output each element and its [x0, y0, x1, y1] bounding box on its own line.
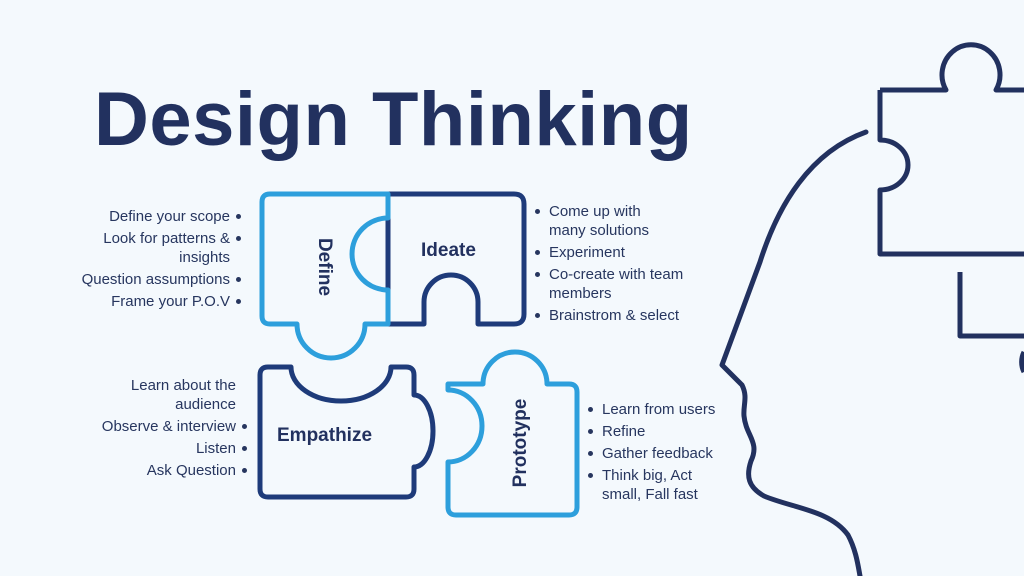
- empathize-label: Empathize: [277, 425, 373, 446]
- list-item: Gather feedback: [588, 444, 758, 463]
- bullet: [236, 270, 242, 282]
- list-item: Come up with many solutions: [535, 202, 725, 240]
- bullet: [588, 400, 594, 412]
- head-puzzle-piece: [880, 42, 1024, 93]
- head-puzzle-piece-lower: [957, 272, 1024, 339]
- bullet: [242, 417, 248, 429]
- bullet: [236, 292, 242, 304]
- bullet: [535, 306, 541, 318]
- ideate-list: Come up with many solutions Experiment C…: [535, 202, 725, 328]
- list-item: Experiment: [535, 243, 725, 262]
- head-profile-outline: [719, 129, 869, 576]
- bullet: [588, 422, 594, 434]
- bullet: [588, 444, 594, 456]
- bullet: [242, 461, 248, 473]
- head-puzzle-piece-side: [877, 90, 1024, 257]
- list-item: Learn from users: [588, 400, 758, 419]
- list-item: Frame your P.O.V: [52, 292, 242, 311]
- list-item: Define your scope: [52, 207, 242, 226]
- define-puzzle-piece: [259, 191, 391, 361]
- list-item: Look for patterns & insights: [52, 229, 242, 267]
- list-item: Listen: [58, 439, 248, 458]
- list-item: Ask Question: [58, 461, 248, 480]
- bullet: [535, 202, 541, 214]
- page-title: Design Thinking: [94, 77, 693, 162]
- bullet: [242, 439, 248, 451]
- bullet: [236, 229, 242, 241]
- list-item: Learn about the audience: [130, 377, 236, 413]
- prototype-puzzle-piece: [445, 349, 580, 518]
- list-item: Brainstrom & select: [535, 306, 725, 325]
- bullet: [236, 207, 242, 219]
- list-item: Co-create with team members: [535, 265, 725, 303]
- list-item: Think big, Act small, Fall fast: [588, 466, 758, 504]
- bullet: [588, 466, 594, 478]
- list-item: Refine: [588, 422, 758, 441]
- list-item: Observe & interview: [58, 417, 248, 436]
- bullet: [535, 243, 541, 255]
- bullet: [535, 265, 541, 277]
- define-label: Define: [314, 237, 335, 297]
- prototype-label: Prototype: [510, 398, 531, 488]
- ideate-label: Ideate: [421, 240, 476, 261]
- list-item: Question assumptions: [52, 270, 242, 289]
- prototype-list: Learn from users Refine Gather feedback …: [588, 400, 758, 507]
- empathize-puzzle-piece: [257, 364, 436, 500]
- define-list: Define your scope Look for patterns & in…: [52, 207, 242, 314]
- empathize-list: Learn about the audience Observe & inter…: [58, 376, 248, 483]
- ideate-puzzle-piece: [385, 191, 527, 327]
